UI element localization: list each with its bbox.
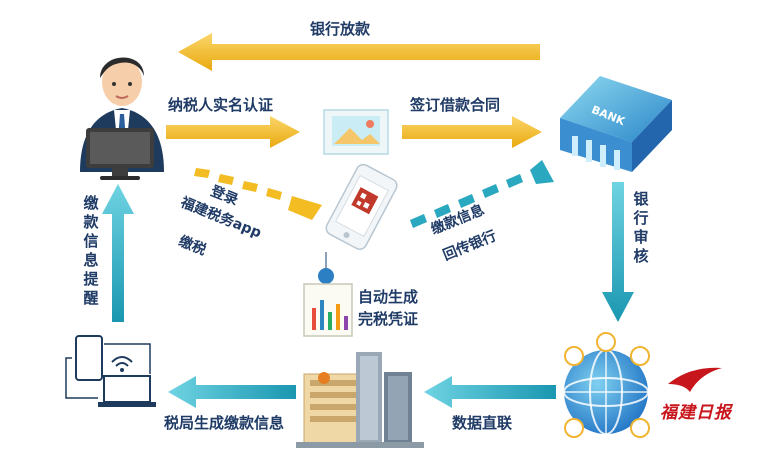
- data-network-globe-illustration: [563, 332, 650, 438]
- taxpayer-person-illustration: [80, 57, 164, 180]
- login-app-dashed-arrow: [194, 168, 322, 220]
- tax-bureau-info-arrow: [168, 376, 296, 408]
- fujian-daily-logo-mark: [668, 367, 722, 392]
- bank-review-label: 银行审核: [633, 190, 649, 265]
- sign-contract-arrow: [402, 116, 542, 148]
- data-link-label: 数据直联: [452, 414, 513, 432]
- sign-contract-label: 签订借款合同: [410, 96, 501, 114]
- payment-info-dashed-arrow: [410, 160, 554, 228]
- phone-app-illustration: [325, 163, 398, 250]
- payment-reminder-label: 缴款信息提醒: [83, 194, 99, 307]
- auto-voucher-label-line2: 完税凭证: [358, 310, 419, 328]
- bank-loan-label: 银行放款: [310, 20, 371, 38]
- bank-review-arrow: [602, 182, 634, 322]
- contract-document-illustration: [323, 109, 389, 155]
- data-link-arrow: [424, 376, 556, 408]
- taxpayer-auth-arrow: [166, 116, 300, 148]
- fujian-daily-logo-text: 福建日报: [660, 403, 732, 423]
- tax-receipt-illustration: [303, 252, 353, 337]
- payment-reminder-arrow: [102, 184, 134, 322]
- auto-voucher-label-line1: 自动生成: [358, 288, 419, 306]
- tax-bureau-buildings-illustration: [296, 352, 424, 448]
- devices-illustration: [65, 335, 156, 407]
- bank-loan-arrow: [178, 33, 540, 71]
- taxpayer-auth-label: 纳税人实名认证: [168, 96, 274, 114]
- tax-bureau-info-label: 税局生成缴款信息: [164, 414, 285, 432]
- bank-building-illustration: BANK: [560, 76, 672, 172]
